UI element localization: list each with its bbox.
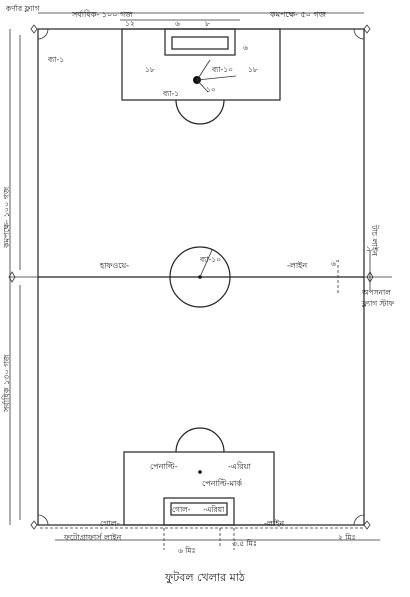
dim-6in-label: ৬" bbox=[331, 259, 339, 268]
top-min-label: কমপক্ষে- ৫০ গজ bbox=[269, 10, 327, 19]
dim-2m-label: ২ মিঃ bbox=[338, 533, 356, 542]
left-min-label: কমপক্ষে- ১০০ গজ bbox=[2, 186, 11, 249]
left-max-label: সর্বাধিক ১৩০ গজ bbox=[2, 354, 11, 413]
center-circle bbox=[169, 246, 231, 308]
penalty-area-left-label: পেনাল্টি- bbox=[150, 461, 178, 471]
center-radius-label: ব্যা-১০ bbox=[199, 255, 221, 264]
top-max-label: সর্বাধিক- ১০০ গজ bbox=[71, 10, 133, 19]
halfway-flag-right bbox=[366, 271, 374, 283]
goal-line-left-label: গোল- bbox=[100, 519, 120, 528]
dim-circle-10-label: ১০ bbox=[206, 85, 216, 94]
halfway-left-label: হাফওয়ে- bbox=[99, 261, 129, 270]
goal-area-right-label: -এরিয়া bbox=[203, 505, 225, 514]
corner-flag-top-left bbox=[30, 24, 38, 34]
bottom-goal-area bbox=[163, 497, 235, 526]
top-penalty-arc bbox=[175, 99, 225, 125]
dim-6b-label: ৬ bbox=[243, 43, 248, 52]
penalty-mark-label: পেনাল্টি-মার্ক bbox=[202, 478, 242, 488]
dim-1-label: ১ bbox=[366, 244, 371, 253]
corner-flag-bottom-left bbox=[30, 520, 38, 530]
dim-12-label: ১২ bbox=[125, 19, 135, 28]
radius-10-top-label: ব্যা-১০ bbox=[211, 65, 233, 74]
bottom-penalty-arc bbox=[175, 427, 225, 453]
bottom-penalty-area bbox=[123, 451, 275, 526]
dim-6m-label: ৬ মিঃ bbox=[178, 546, 196, 555]
top-goal bbox=[171, 36, 229, 50]
bottom-goal bbox=[170, 502, 228, 516]
goal-line-right-label: -লাইন bbox=[264, 519, 284, 528]
touch-line-label: টাচ লাইন bbox=[370, 224, 380, 256]
dim-8-label: ৮ bbox=[205, 19, 211, 28]
penalty-area-right-label: -এরিয়া bbox=[228, 462, 251, 471]
halfway-flag-left bbox=[8, 271, 16, 283]
center-radius-line bbox=[199, 249, 213, 278]
halfway-right-label: -লাইন bbox=[287, 261, 307, 270]
dim-18b-label: ১৮ bbox=[248, 65, 259, 74]
corner-flag-top-right bbox=[363, 24, 371, 34]
radius-1-top-label: ব্যা-১ bbox=[162, 89, 179, 98]
corner-radius-label: ব্যা-১ bbox=[47, 55, 64, 64]
photographers-line-label: ফটোগ্রাফার্স লাইন bbox=[63, 532, 121, 542]
top-goal-area bbox=[164, 28, 236, 56]
dim-18a-label: ১৮ bbox=[145, 65, 156, 74]
corner-flag-bottom-right bbox=[363, 520, 371, 530]
corner-flag-label: কর্ণার ফ্ল্যাগ bbox=[5, 4, 41, 13]
dim-6a-label: ৬ bbox=[175, 19, 180, 28]
optional-flag-label-2: ফ্ল্যাগ স্টাফ bbox=[361, 298, 395, 308]
figure-caption: ফুটবল খেলার মাঠ bbox=[165, 571, 245, 584]
optional-flag-label-1: অপসনাল bbox=[361, 288, 392, 297]
bottom-penalty-spot bbox=[198, 470, 202, 474]
dim-3-5m-label: ৩.৫ মিঃ bbox=[232, 539, 257, 548]
goal-area-left-label: গোল- bbox=[172, 505, 191, 514]
